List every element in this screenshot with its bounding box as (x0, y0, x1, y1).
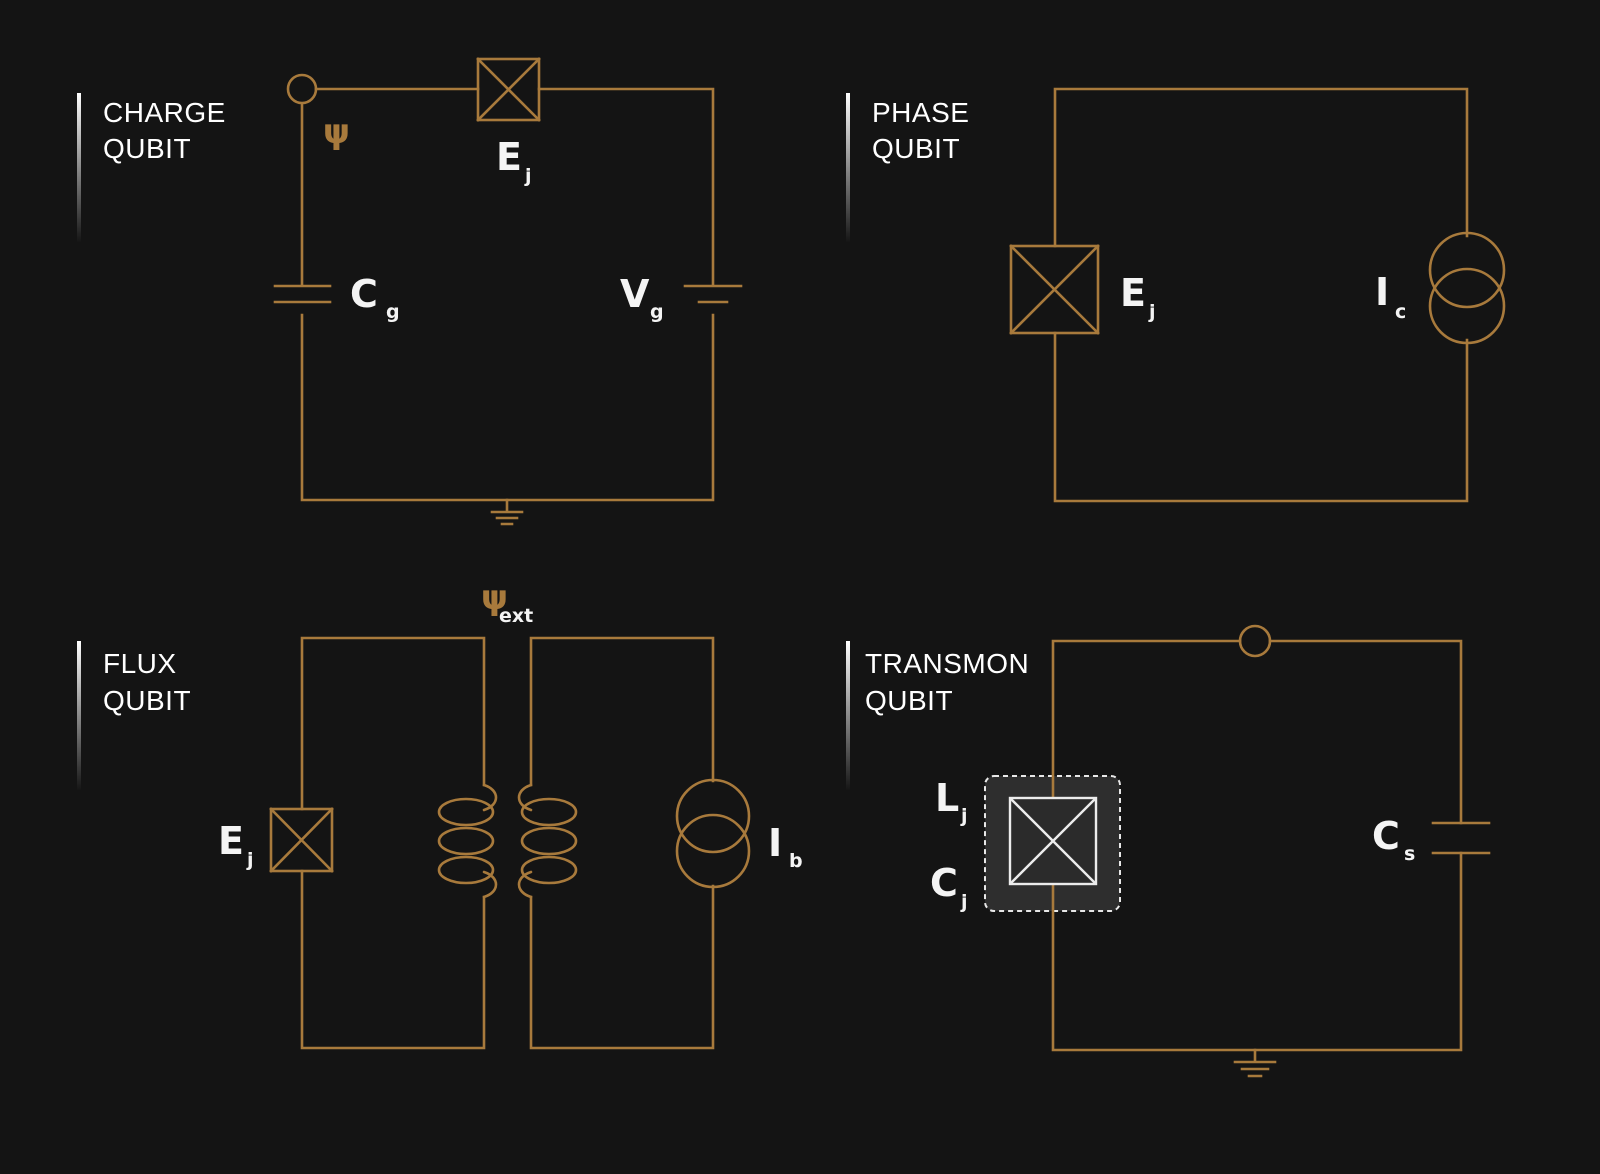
flux-left-loop-wire-lower (300, 869, 486, 1050)
phase-ic-sub: c (1395, 301, 1406, 323)
charge-qubit-panel: CHARGE QUBIT ψ E j C g V g (77, 57, 743, 526)
charge-wire-top-right (537, 87, 715, 287)
flux-psi-ext-label: ψ (481, 578, 508, 618)
charge-title-line1: CHARGE (103, 97, 226, 128)
transmon-cs-label: C (1372, 814, 1400, 858)
flux-ej-sub: j (246, 849, 254, 871)
transmon-title-line2: QUBIT (865, 685, 953, 716)
transmon-cs-sub: s (1404, 843, 1415, 865)
flux-psi-ext-sub: ext (499, 605, 533, 627)
phase-title-bar (846, 93, 850, 243)
flux-right-loop-wire-lower (529, 884, 715, 1050)
transmon-cj-sub: j (960, 891, 968, 913)
phase-current-source-icon (1428, 231, 1506, 345)
phase-ej-sub: j (1148, 301, 1156, 323)
flux-josephson-junction-icon (269, 807, 334, 873)
flux-right-loop-wire (529, 636, 715, 787)
charge-voltage-source-vg-icon (683, 284, 743, 304)
flux-ib-sub: b (789, 850, 803, 872)
transmon-lj-sub: j (960, 805, 968, 827)
phase-title-line2: QUBIT (872, 133, 960, 164)
transmon-title-line1: TRANSMON (865, 648, 1029, 679)
flux-ib-label: I (768, 821, 782, 865)
phase-qubit-panel: PHASE QUBIT E j I c (846, 87, 1506, 503)
flux-left-loop-wire (300, 636, 486, 811)
charge-title-line2: QUBIT (103, 133, 191, 164)
flux-ej-label: E (218, 819, 244, 863)
charge-title-bar (77, 93, 81, 243)
transmon-josephson-junction-icon (1008, 796, 1098, 886)
charge-ground-icon (490, 498, 524, 526)
charge-capacitor-cg-icon (273, 284, 332, 304)
flux-qubit-panel: FLUX QUBIT (77, 578, 803, 1050)
charge-wire-right-lower (300, 313, 715, 502)
transmon-wire-bottom (1051, 851, 1463, 1052)
charge-vg-label: V (620, 272, 650, 316)
charge-node-circle (286, 73, 318, 105)
transmon-wire-top-right (1268, 639, 1463, 825)
charge-vg-sub: g (650, 301, 664, 323)
phase-ic-label: I (1375, 270, 1389, 314)
flux-current-source-icon (675, 778, 751, 889)
charge-ej-sub: j (524, 165, 532, 187)
transmon-wire-top (1051, 639, 1242, 800)
phase-title-line1: PHASE (872, 97, 969, 128)
flux-title-bar (77, 641, 81, 791)
transmon-ground-icon (1233, 1048, 1277, 1078)
transmon-qubit-panel: TRANSMON QUBIT L j C j C s (846, 624, 1491, 1078)
transmon-capacitor-cs-icon (1431, 821, 1491, 855)
flux-left-inductor-icon (437, 783, 498, 899)
transmon-lj-label: L (935, 776, 959, 820)
charge-psi-label: ψ (323, 112, 350, 152)
phase-josephson-junction-icon (1009, 244, 1100, 335)
charge-cg-label: C (350, 272, 378, 316)
flux-right-inductor-icon (517, 783, 578, 899)
charge-ej-label: E (496, 135, 522, 179)
charge-josephson-junction-icon (476, 57, 541, 122)
phase-wire-left-upper (1053, 87, 1469, 248)
transmon-cj-label: C (930, 861, 958, 905)
phase-ej-label: E (1120, 271, 1146, 315)
flux-title-line2: QUBIT (103, 685, 191, 716)
flux-title-line1: FLUX (103, 648, 177, 679)
phase-wire-right-lower (1053, 331, 1469, 503)
transmon-title-bar (846, 641, 850, 791)
transmon-node-circle (1238, 624, 1272, 658)
charge-cg-sub: g (386, 301, 400, 323)
